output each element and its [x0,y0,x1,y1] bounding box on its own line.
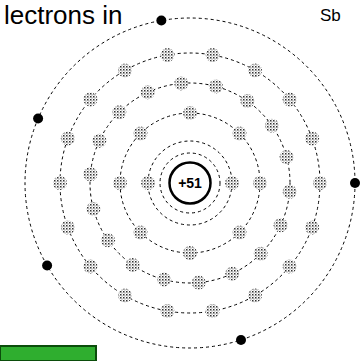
electron [283,185,297,199]
electron [305,220,319,234]
electron [274,218,288,232]
shell-ring [60,53,320,313]
electron [118,289,132,303]
electron [183,106,197,120]
valence-electron [350,178,360,188]
electron [134,127,148,141]
electron [112,105,126,119]
electron [283,260,297,274]
electron [126,258,140,272]
electron [118,63,132,77]
electron [305,132,319,146]
element-symbol: Sb [320,6,341,26]
electron-shells [25,18,355,348]
electron [206,48,220,62]
electron [206,304,220,318]
electron [61,220,75,234]
electron [248,63,262,77]
shell-ring [25,18,355,348]
electron [141,85,155,99]
electron [83,167,97,181]
electron [61,132,75,146]
electron [141,176,155,190]
electron [157,273,171,287]
electron [174,76,188,90]
electron [248,289,262,303]
electron [83,92,97,106]
electron [313,176,327,190]
electrons [33,16,360,345]
electron [232,225,246,239]
electron [225,267,239,281]
nucleus-charge: +51 [178,175,202,191]
electron [92,134,106,148]
electron [53,176,67,190]
shell-ring [120,113,260,253]
electron [280,150,294,164]
green-bar [0,346,96,361]
electron [209,79,223,93]
electron [113,176,127,190]
electron [192,276,206,290]
nucleus-circle [170,163,211,204]
shell-ring [148,141,232,225]
electron [83,260,97,274]
electron [265,119,279,133]
electron [101,233,115,247]
shell-ring [160,153,220,213]
electron [134,225,148,239]
electron [232,127,246,141]
electron [160,304,174,318]
valence-electron [156,16,166,26]
shell-ring [90,83,290,283]
electron [254,247,268,261]
electron [183,246,197,260]
title: lectrons in [4,2,123,28]
electron [86,202,100,216]
valence-electron [42,261,52,271]
valence-electron [33,114,43,124]
electron [225,176,239,190]
electron [283,92,297,106]
electron [160,48,174,62]
nucleus: +51 [168,161,212,205]
valence-electron [236,335,246,345]
electron [240,94,254,108]
electron [253,176,267,190]
